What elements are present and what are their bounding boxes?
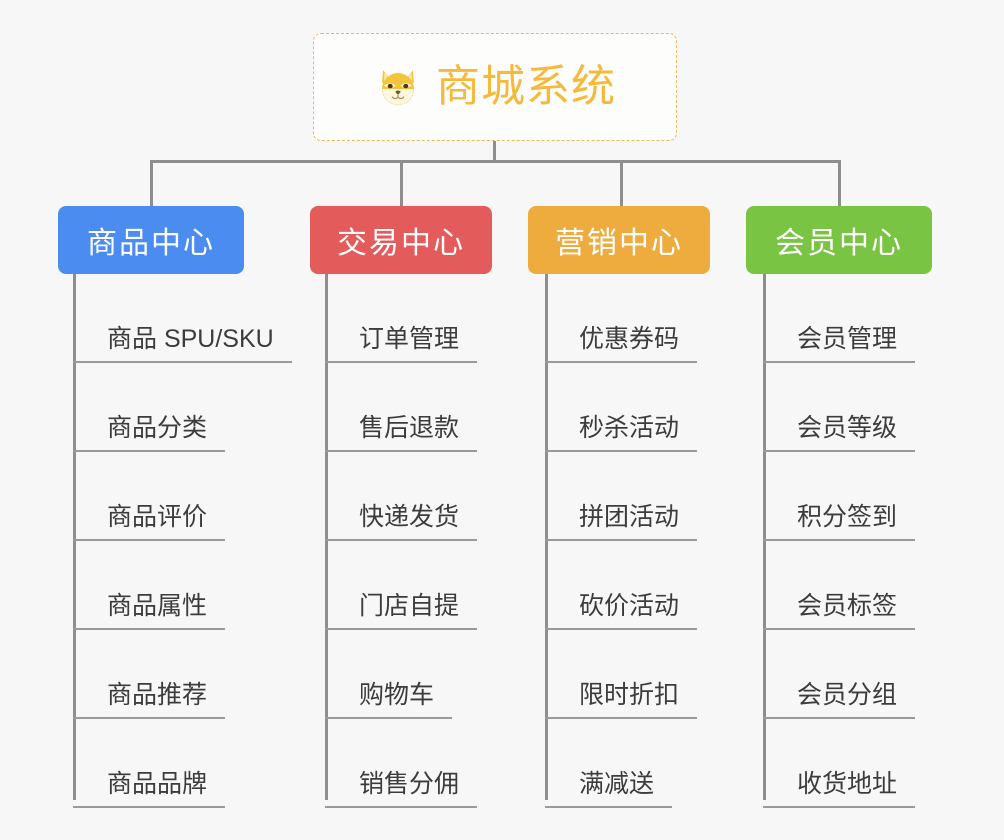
list-item-label: 商品品牌 [73,769,226,808]
list-item[interactable]: 会员管理 [763,274,916,363]
spine-product [73,274,76,800]
category-header-product[interactable]: 商品中心 [58,206,244,274]
list-item[interactable]: 限时折扣 [545,630,698,719]
list-item-label: 会员等级 [763,413,916,452]
list-item[interactable]: 砍价活动 [545,541,698,630]
list-item[interactable]: 会员标签 [763,541,916,630]
list-item-label: 售后退款 [325,413,478,452]
list-item[interactable]: 优惠券码 [545,274,698,363]
connector-drop-4 [838,160,841,206]
list-item-label: 商品推荐 [73,680,226,719]
category-header-member[interactable]: 会员中心 [746,206,932,274]
list-item-label: 门店自提 [325,591,478,630]
spine-trade [325,274,328,800]
shiba-dog-face-icon [374,63,422,111]
connector-horizontal-bus [150,160,841,163]
list-item-label: 购物车 [325,680,453,719]
connector-drop-2 [400,160,403,206]
list-item-label: 满减送 [545,769,673,808]
list-item-label: 商品 SPU/SKU [73,324,292,363]
category-column-member: 会员中心 [746,206,932,274]
list-item-label: 销售分佣 [325,769,478,808]
page-title: 商城系统 [436,62,616,111]
connector-root-stub [493,141,496,163]
list-item-label: 砍价活动 [545,591,698,630]
list-item[interactable]: 商品推荐 [73,630,292,719]
category-column-product: 商品中心 [58,206,244,274]
list-item-label: 限时折扣 [545,680,698,719]
leaf-list-product: 商品 SPU/SKU 商品分类 商品评价 商品属性 商品推荐 商品品牌 [73,274,292,808]
connector-drop-3 [620,160,623,206]
category-header-label: 会员中心 [775,227,903,260]
connector-drop-1 [150,160,153,206]
list-item[interactable]: 销售分佣 [325,719,478,808]
list-item-label: 商品分类 [73,413,226,452]
list-item-label: 会员标签 [763,591,916,630]
list-item-label: 商品评价 [73,502,226,541]
list-item[interactable]: 门店自提 [325,541,478,630]
list-item-label: 收货地址 [763,769,916,808]
category-header-marketing[interactable]: 营销中心 [528,206,710,274]
list-item[interactable]: 快递发货 [325,452,478,541]
list-item-label: 会员管理 [763,324,916,363]
list-item[interactable]: 收货地址 [763,719,916,808]
category-column-trade: 交易中心 [310,206,492,274]
list-item-label: 商品属性 [73,591,226,630]
list-item[interactable]: 会员等级 [763,363,916,452]
category-header-label: 营销中心 [555,227,683,260]
list-item[interactable]: 满减送 [545,719,697,808]
category-header-label: 商品中心 [87,227,215,260]
list-item[interactable]: 商品评价 [73,452,292,541]
list-item[interactable]: 订单管理 [325,274,478,363]
leaf-list-marketing: 优惠券码 秒杀活动 拼团活动 砍价活动 限时折扣 满减送 [545,274,698,808]
list-item-label: 积分签到 [763,502,916,541]
list-item-label: 快递发货 [325,502,478,541]
category-header-label: 交易中心 [337,227,465,260]
spine-marketing [545,274,548,800]
list-item[interactable]: 商品 SPU/SKU [73,274,292,363]
list-item[interactable]: 商品品牌 [73,719,292,808]
category-header-trade[interactable]: 交易中心 [310,206,492,274]
list-item[interactable]: 积分签到 [763,452,916,541]
category-column-marketing: 营销中心 [528,206,710,274]
spine-member [763,274,766,800]
list-item[interactable]: 秒杀活动 [545,363,698,452]
list-item[interactable]: 商品分类 [73,363,292,452]
leaf-list-trade: 订单管理 售后退款 快递发货 门店自提 购物车 销售分佣 [325,274,478,808]
list-item[interactable]: 购物车 [325,630,477,719]
list-item[interactable]: 商品属性 [73,541,292,630]
list-item-label: 优惠券码 [545,324,698,363]
list-item[interactable]: 拼团活动 [545,452,698,541]
list-item[interactable]: 售后退款 [325,363,478,452]
leaf-list-member: 会员管理 会员等级 积分签到 会员标签 会员分组 收货地址 [763,274,916,808]
list-item-label: 秒杀活动 [545,413,698,452]
list-item[interactable]: 会员分组 [763,630,916,719]
list-item-label: 会员分组 [763,680,916,719]
list-item-label: 订单管理 [325,324,478,363]
list-item-label: 拼团活动 [545,502,698,541]
root-node[interactable]: 商城系统 [313,33,677,141]
